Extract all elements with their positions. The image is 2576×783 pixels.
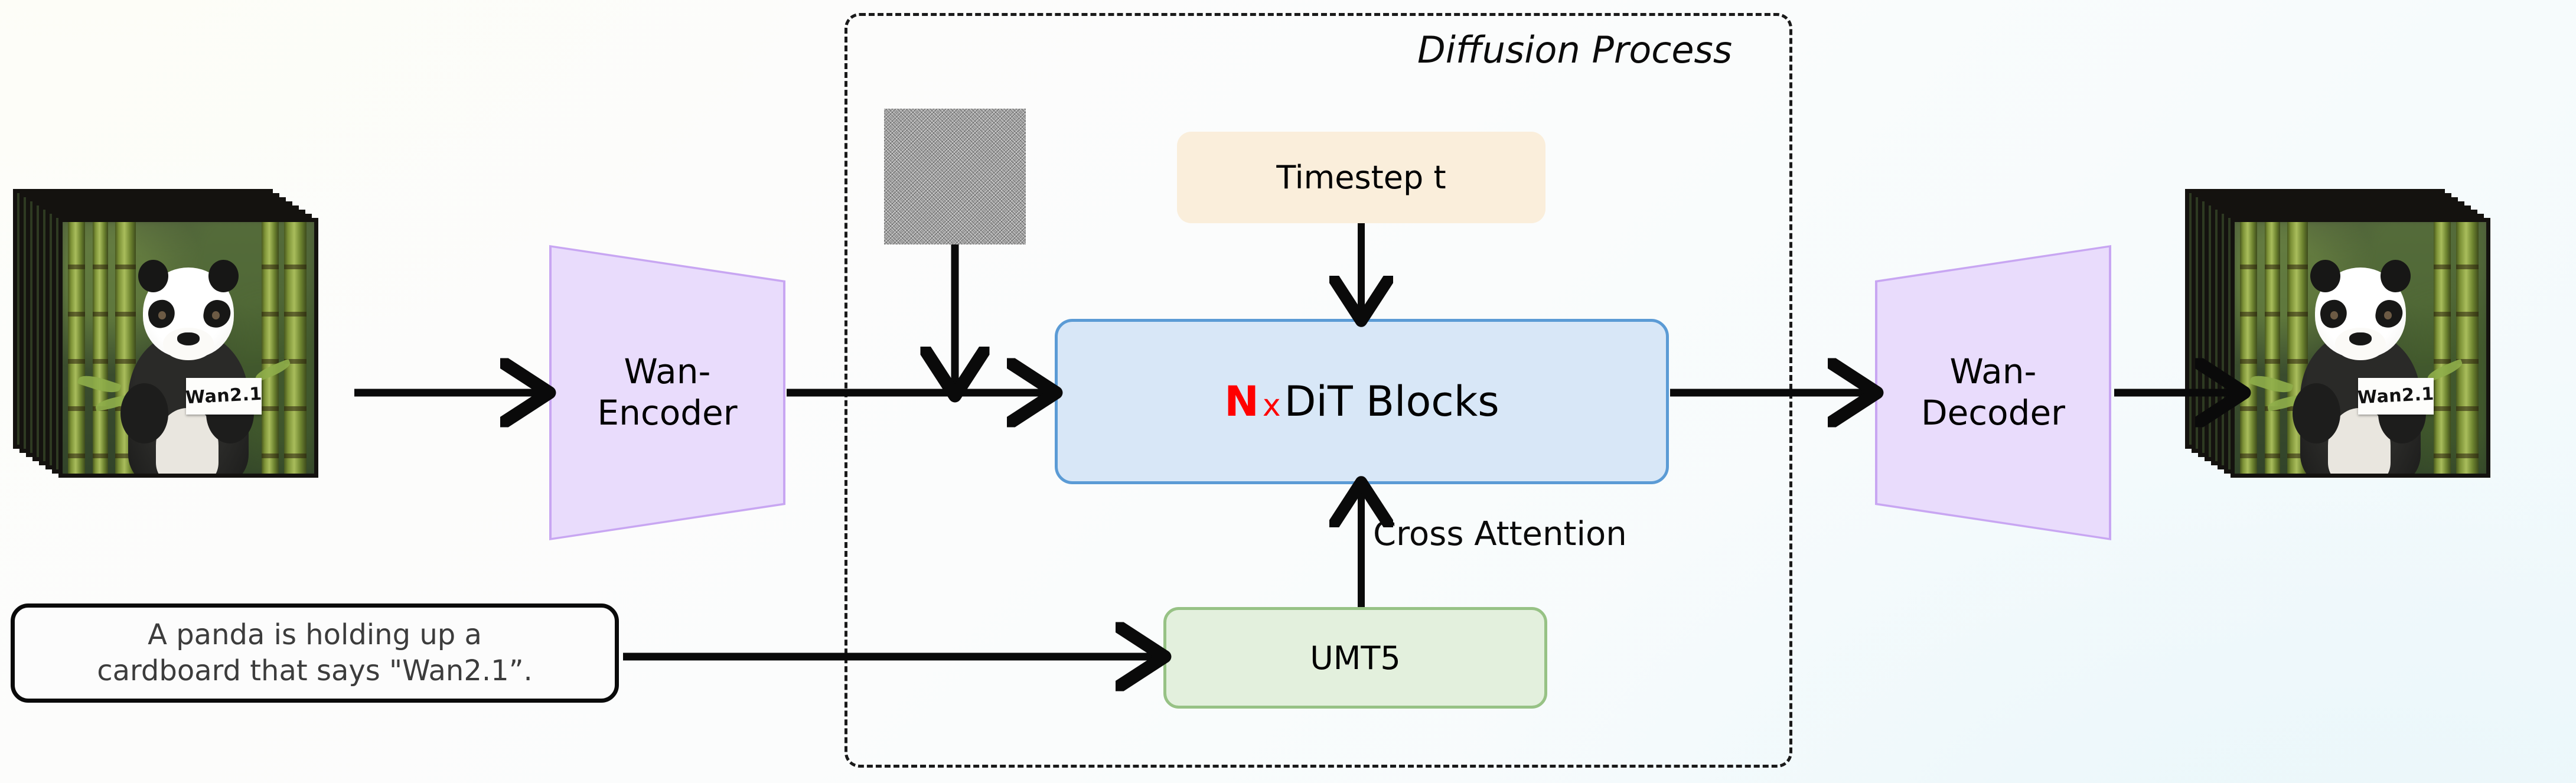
timestep-node[interactable]: Timestep t — [1177, 132, 1545, 223]
panda-photo: Wan2.1 — [2235, 222, 2486, 474]
cross-attention-label: Cross Attention — [1373, 515, 1627, 553]
prompt-line-2: cardboard that says "Wan2.1”. — [97, 654, 533, 687]
wan-decoder-node[interactable]: Wan- Decoder — [1875, 245, 2111, 540]
diffusion-process-label: Diffusion Process — [1417, 28, 1733, 71]
wan-decoder-label: Wan- Decoder — [1920, 351, 2066, 433]
panda-sign: Wan2.1 — [2357, 378, 2434, 415]
text-prompt-box[interactable]: A panda is holding up a cardboard that s… — [11, 603, 619, 703]
dit-times-symbol: x — [1262, 388, 1281, 423]
dit-multiplier: N — [1224, 377, 1259, 426]
noise-latent-icon — [884, 109, 1026, 244]
panda-sign: Wan2.1 — [185, 378, 262, 415]
panda-photo: Wan2.1 — [63, 222, 314, 474]
dit-blocks-text: DiT Blocks — [1284, 377, 1499, 426]
prompt-line-1: A panda is holding up a — [148, 618, 482, 651]
umt5-label: UMT5 — [1310, 639, 1401, 677]
timestep-label: Timestep t — [1276, 159, 1446, 196]
wan-encoder-node[interactable]: Wan- Encoder — [549, 245, 785, 540]
video-frame-front: Wan2.1 — [58, 218, 318, 478]
video-frame-front: Wan2.1 — [2231, 218, 2490, 478]
wan-encoder-label: Wan- Encoder — [597, 351, 738, 433]
umt5-text-encoder-node[interactable]: UMT5 — [1163, 607, 1547, 709]
input-video-frame-stack: Wan2.1 — [13, 189, 320, 496]
